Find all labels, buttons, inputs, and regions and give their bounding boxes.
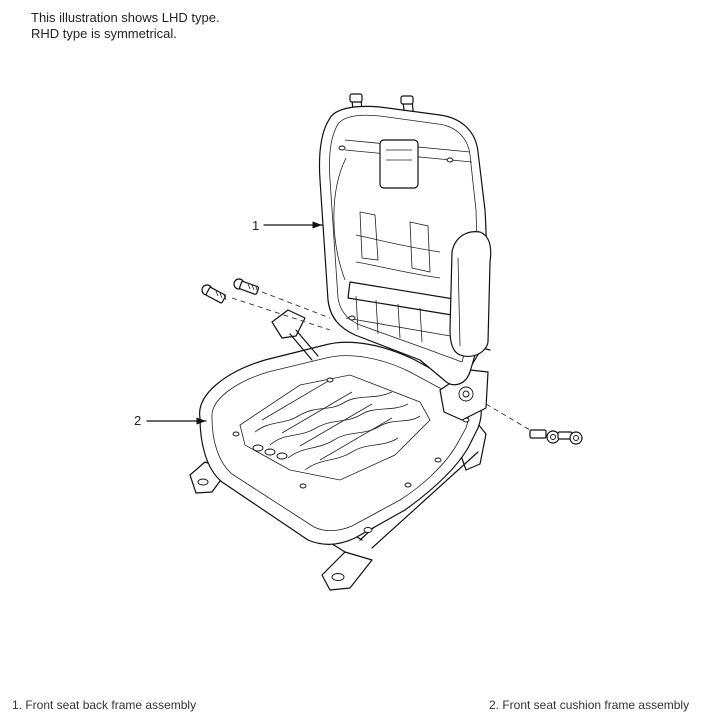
- mounting-bolts: [201, 278, 583, 445]
- callout-label-1: 1: [252, 218, 260, 233]
- seat-belt-buckle: [271, 309, 319, 361]
- bolt-lower-right-a: [529, 429, 560, 444]
- bolt-lower-right-b: [557, 431, 583, 445]
- bolt-upper-left-a: [201, 284, 227, 304]
- legend-item-back-frame: 1. Front seat back frame assembly: [12, 698, 197, 712]
- callout-label-2: 2: [134, 413, 142, 428]
- seat-back-frame: [318, 93, 492, 386]
- bolt-upper-left-b: [233, 278, 260, 295]
- illustration-note: This illustration shows LHD type. RHD ty…: [31, 10, 220, 42]
- note-line-rhd: RHD type is symmetrical.: [31, 26, 177, 41]
- legend-item-cushion-frame: 2. Front seat cushion frame assembly: [489, 698, 690, 712]
- seat-cushion-frame: [189, 341, 491, 591]
- bolt-alignment-line-right: [485, 403, 531, 431]
- bolt-alignment-line-left-b: [261, 291, 331, 319]
- bolt-alignment-line-left: [231, 297, 331, 331]
- note-line-lhd: This illustration shows LHD type.: [31, 10, 220, 25]
